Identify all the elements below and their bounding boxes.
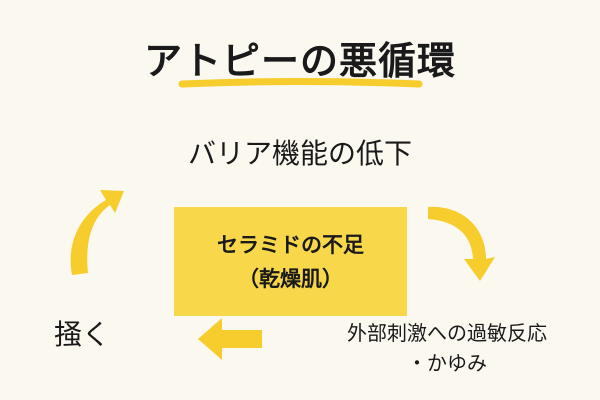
center-box-line2: （乾燥肌） (238, 266, 343, 291)
cycle-step-hypersensitivity: 外部刺激への過敏反応 ・かゆみ (322, 318, 572, 378)
page-title: アトピーの悪循環 (143, 39, 456, 83)
cycle-step-hypersensitivity-line2: ・かゆみ (407, 351, 487, 375)
center-box-ceramide: セラミドの不足 （乾燥肌） (174, 207, 407, 316)
center-box-line1: セラミドの不足 (217, 232, 364, 257)
curved-arrow-down-right-icon (428, 206, 495, 281)
title-underline (178, 78, 423, 88)
arrow-left-icon (198, 318, 262, 360)
cycle-step-scratching: 掻く (54, 318, 111, 351)
cycle-step-barrier-decline: バリア機能の低下 (187, 137, 412, 170)
curved-arrow-up-left-icon (70, 190, 124, 275)
cycle-step-hypersensitivity-line1: 外部刺激への過敏反応 (347, 321, 547, 345)
